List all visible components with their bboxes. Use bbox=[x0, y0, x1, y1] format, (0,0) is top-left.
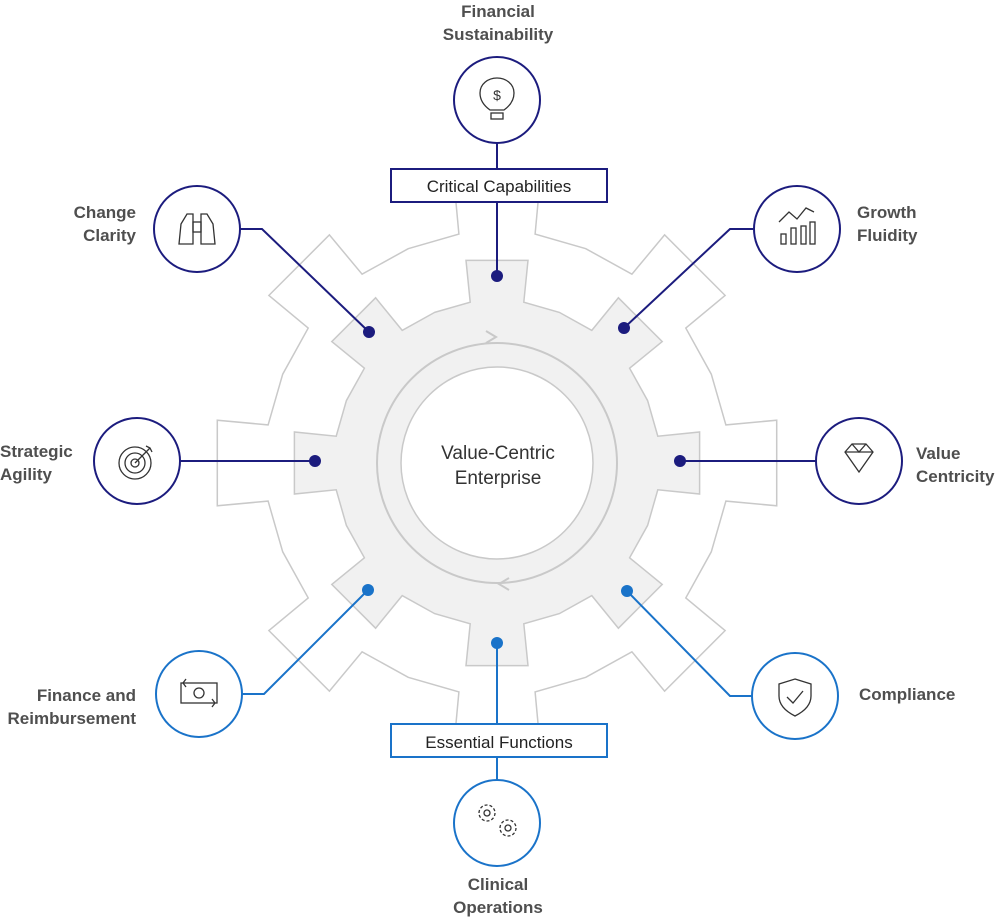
node-circle-financial bbox=[453, 56, 541, 144]
connector-compliance bbox=[626, 590, 752, 697]
target-icon bbox=[118, 445, 153, 480]
essential-functions-label: Essential Functions bbox=[425, 733, 572, 752]
lightbulb-dollar-icon: $ bbox=[479, 77, 515, 120]
anchor-dots bbox=[309, 270, 686, 649]
label-compliance: Compliance bbox=[859, 683, 989, 706]
binoculars-icon bbox=[178, 213, 216, 245]
dot-left bbox=[309, 455, 321, 467]
center-label: Value-Centric Enterprise bbox=[400, 441, 596, 491]
label-clinical-operations: Clinical Operations bbox=[418, 873, 578, 918]
gear-hub bbox=[400, 366, 594, 560]
label-finance-reimbursement: Finance and Reimbursement bbox=[0, 684, 136, 730]
connector-change bbox=[240, 228, 370, 333]
center-label-line1: Value-Centric bbox=[441, 443, 555, 464]
growth-chart-icon bbox=[778, 207, 816, 245]
essential-functions-box: Essential Functions bbox=[390, 723, 608, 758]
label-line: Compliance bbox=[859, 685, 956, 704]
dot-top-right bbox=[618, 322, 630, 334]
node-circle-clinical bbox=[453, 779, 541, 867]
dot-right bbox=[674, 455, 686, 467]
label-line: Finance and bbox=[36, 686, 136, 705]
label-growth-fluidity: Growth Fluidity bbox=[857, 201, 977, 247]
connector-finance bbox=[242, 589, 369, 695]
label-strategic-agility: Strategic Agility bbox=[0, 440, 90, 486]
dot-top bbox=[491, 270, 503, 282]
node-circle-compliance bbox=[751, 652, 839, 740]
label-line: Clarity bbox=[83, 226, 136, 245]
label-line: Centricity bbox=[916, 467, 995, 486]
label-line: Clinical bbox=[467, 875, 529, 894]
connectors bbox=[180, 143, 816, 780]
label-line: Agility bbox=[0, 465, 52, 484]
node-circle-growth bbox=[753, 185, 841, 273]
rotation-arrow-bottom bbox=[497, 577, 510, 591]
connector-growth bbox=[623, 228, 754, 329]
dot-top-left bbox=[363, 326, 375, 338]
node-circle-finance bbox=[155, 650, 243, 738]
label-financial-sustainability: Financial Sustainability bbox=[418, 0, 578, 46]
rotation-arc-top bbox=[376, 342, 618, 464]
label-value-centricity: Value Centricity bbox=[916, 442, 1000, 488]
label-change-clarity: Change Clarity bbox=[20, 201, 136, 247]
label-line: Reimbursement bbox=[7, 709, 136, 728]
label-line: Growth bbox=[857, 203, 917, 222]
critical-capabilities-label: Critical Capabilities bbox=[427, 177, 572, 196]
label-line: Value bbox=[916, 444, 961, 463]
shield-check-icon bbox=[778, 678, 812, 717]
money-exchange-icon bbox=[180, 678, 218, 708]
svg-text:$: $ bbox=[493, 87, 501, 103]
dot-bottom-left bbox=[362, 584, 374, 596]
center-label-line2: Enterprise bbox=[454, 468, 542, 489]
label-line: Operations bbox=[453, 898, 543, 917]
dot-bottom bbox=[491, 637, 503, 649]
label-line: Sustainability bbox=[442, 25, 554, 44]
critical-capabilities-box: Critical Capabilities bbox=[390, 168, 608, 203]
gears-icon bbox=[478, 804, 517, 837]
label-line: Change bbox=[73, 203, 136, 222]
rotation-arrow-top bbox=[485, 330, 498, 344]
node-circle-value bbox=[815, 417, 903, 505]
diamond-icon bbox=[844, 443, 874, 474]
dot-bottom-right bbox=[621, 585, 633, 597]
outer-gear-outline bbox=[216, 182, 778, 744]
label-line: Fluidity bbox=[857, 226, 918, 245]
label-line: Strategic bbox=[0, 442, 73, 461]
node-circle-change bbox=[153, 185, 241, 273]
label-line: Financial bbox=[461, 2, 535, 21]
rotation-arc-bottom bbox=[376, 462, 618, 584]
